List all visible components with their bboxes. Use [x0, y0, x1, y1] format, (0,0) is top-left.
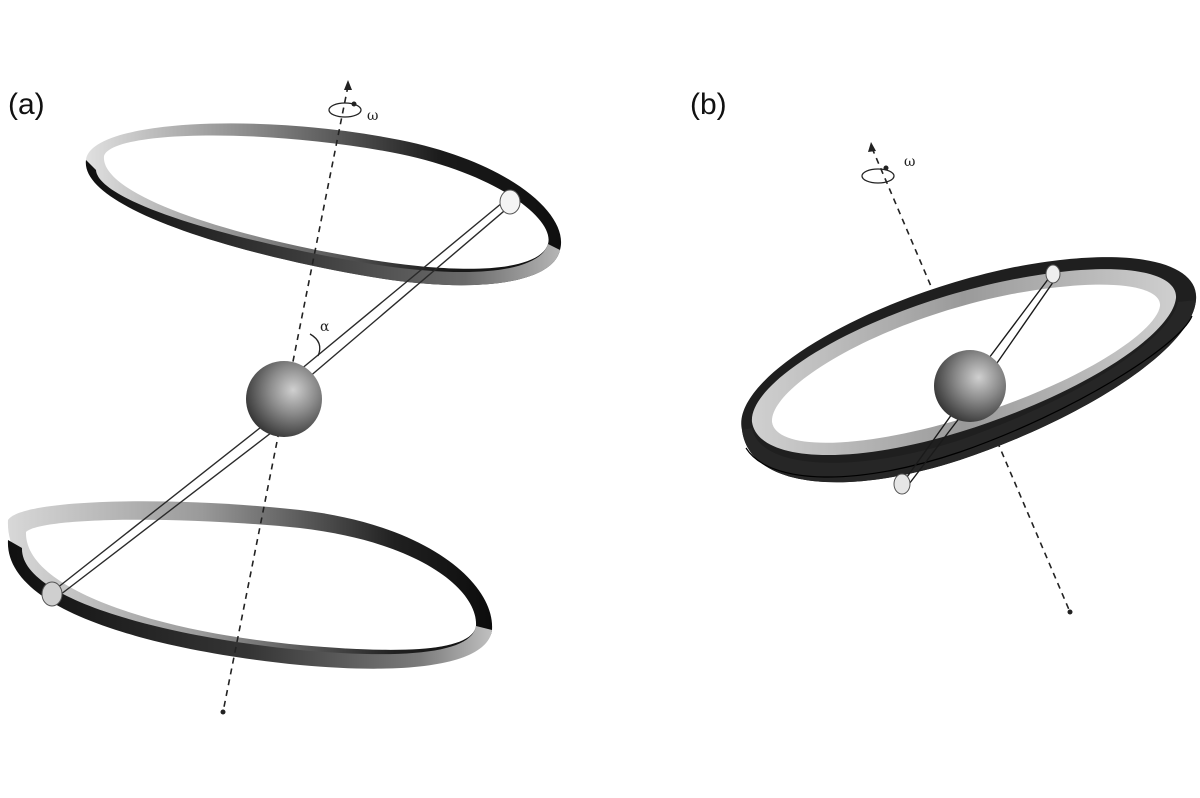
panel-a: (a) ω α	[7, 80, 562, 715]
panel-a-rotation-indicator: ω	[328, 101, 378, 124]
panel-a-angle-arc	[309, 333, 321, 357]
panel-a-top-ring-inner	[103, 135, 549, 269]
panel-b-rotation-indicator: ω	[861, 154, 915, 184]
panel-a-axis-end-dot	[220, 709, 226, 715]
panel-a-bottom-ring-inner	[25, 519, 477, 650]
panel-a-top-ring-front-band	[85, 160, 560, 286]
panel-b-omega-label: ω	[904, 154, 915, 170]
panel-b-ring-front-lip	[742, 300, 1196, 483]
panel-b: (b) ω	[690, 88, 1197, 615]
panel-b-central-sphere	[934, 350, 1006, 422]
panel-a-axis-arrowhead-top	[344, 80, 352, 90]
panel-b-top-anchor	[1045, 264, 1061, 284]
panel-a-tethers	[51, 197, 511, 599]
panel-b-axis-end-dot	[1067, 609, 1073, 615]
panel-b-ring-seam	[745, 315, 1193, 478]
panel-a-label: (a)	[8, 88, 45, 121]
panel-a-omega-label: ω	[367, 108, 378, 124]
panel-a-alpha-label: α	[320, 319, 330, 335]
panel-a-top-ring	[85, 123, 562, 286]
panel-b-rotation-axis	[871, 147, 1071, 613]
panel-a-bottom-anchor	[41, 581, 63, 607]
panel-a-top-anchor	[499, 189, 521, 215]
panel-a-central-sphere	[246, 361, 322, 437]
panel-b-bottom-anchor	[893, 473, 911, 495]
panel-b-label: (b)	[690, 88, 727, 121]
panel-a-bottom-ring-front-band	[7, 540, 493, 669]
panel-b-axis-arrowhead-top	[868, 142, 876, 152]
panel-a-bottom-ring	[7, 501, 493, 669]
